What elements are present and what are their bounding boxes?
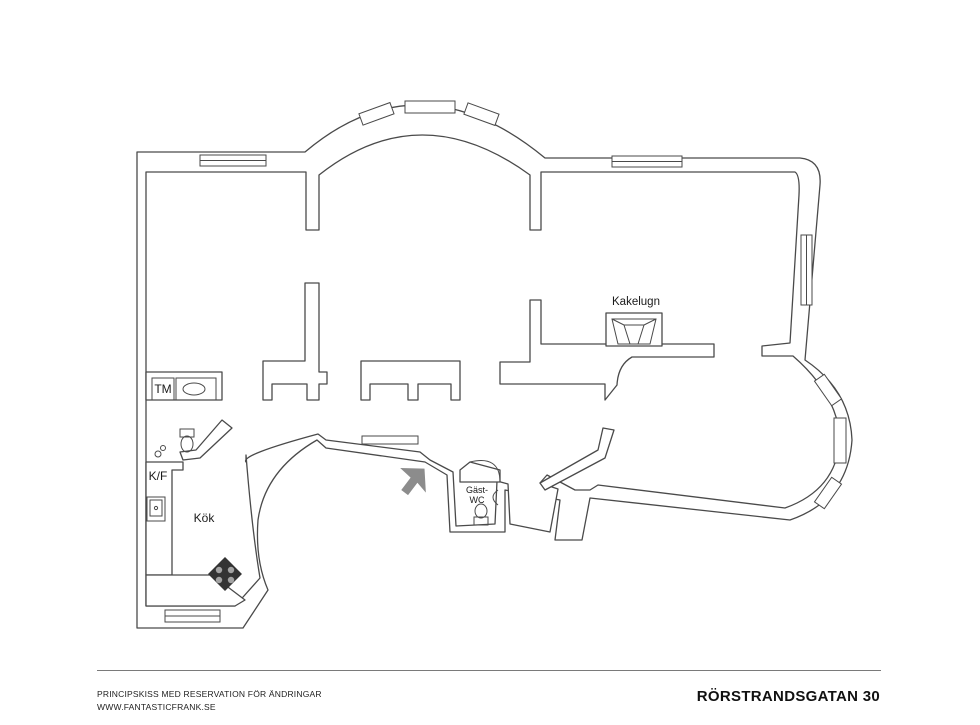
stove-icon	[208, 557, 242, 591]
interior-walls	[145, 282, 715, 607]
washbasin-icon	[151, 377, 217, 401]
label-tm: TM	[154, 382, 171, 396]
footer-divider	[97, 670, 881, 671]
outer-walls	[136, 104, 853, 629]
sink-icon	[146, 496, 166, 522]
windows	[164, 100, 847, 623]
website-text: WWW.FANTASTICFRANK.SE	[97, 702, 216, 712]
label-kok: Kök	[194, 511, 216, 525]
guest-wc-fixtures	[473, 489, 499, 526]
entrance-arrow-icon	[400, 467, 426, 496]
footer-info: PRINCIPSKISS MED RESERVATION FÖR ÄNDRING…	[97, 688, 322, 714]
label-kakelugn: Kakelugn	[612, 296, 660, 308]
tiled-stove-icon	[605, 312, 663, 347]
toilet-icon	[154, 428, 195, 458]
label-gast-wc-line2: WC	[470, 495, 485, 505]
address-title: RÖRSTRANDSGATAN 30	[696, 688, 880, 705]
label-gast-wc-line1: Gäst-	[466, 485, 488, 495]
disclaimer-text: PRINCIPSKISS MED RESERVATION FÖR ÄNDRING…	[97, 689, 322, 699]
label-kf: K/F	[149, 469, 168, 483]
